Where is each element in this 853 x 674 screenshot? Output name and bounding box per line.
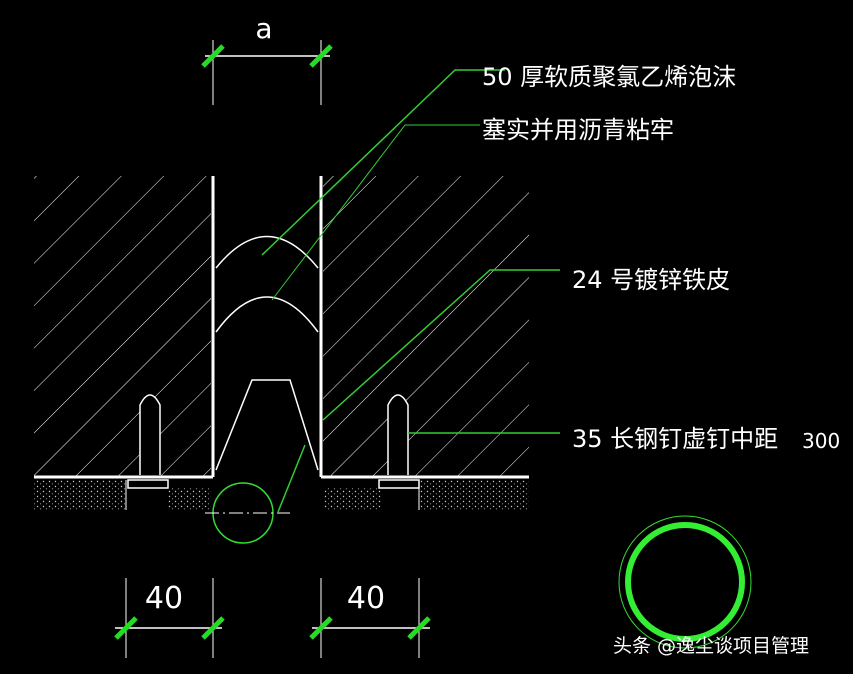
dim-left-label: 40 (145, 581, 183, 616)
left-screed (34, 480, 126, 510)
left-concrete-block (34, 176, 211, 476)
foam-arc-upper (215, 235, 319, 269)
label-sheet: 24 号镀锌铁皮 (572, 266, 730, 294)
leader-foam-2 (271, 124, 480, 301)
dim-b-tick-2 (201, 616, 225, 640)
leader-foam (261, 69, 505, 256)
sealing-strip (215, 379, 319, 471)
label-nail: 35 长钢钉虚钉中距 (572, 425, 778, 453)
dim-a-label: a (255, 12, 272, 45)
symbol-circle-outer (618, 515, 752, 649)
dim-right-label: 40 (347, 581, 385, 616)
dim-a-tick-left (201, 44, 225, 68)
left-screed-2 (168, 488, 211, 510)
leader-rod (277, 444, 306, 513)
label-foam-line2: 塞实并用沥青粘牢 (482, 116, 674, 144)
left-washer (127, 479, 169, 489)
watermark-text: 头条 @逸尘谈项目管理 (613, 635, 809, 657)
right-washer (378, 479, 420, 489)
symbol-circle-inner (625, 522, 745, 642)
foam-arc-lower (215, 296, 319, 333)
dim-b-tick-3 (309, 616, 333, 640)
label-foam-line1: 50 厚软质聚氯乙烯泡沫 (482, 63, 736, 91)
leader-sheet (322, 269, 560, 421)
dim-a-tick-right (309, 44, 333, 68)
dim-b-tick-1 (114, 616, 138, 640)
right-concrete-block (323, 176, 529, 476)
right-screed-2 (323, 488, 381, 510)
dim-b-tick-4 (407, 616, 431, 640)
right-nail (387, 394, 409, 475)
left-nail (139, 394, 161, 475)
label-spacing: 300 (802, 429, 840, 453)
right-screed (419, 480, 529, 510)
